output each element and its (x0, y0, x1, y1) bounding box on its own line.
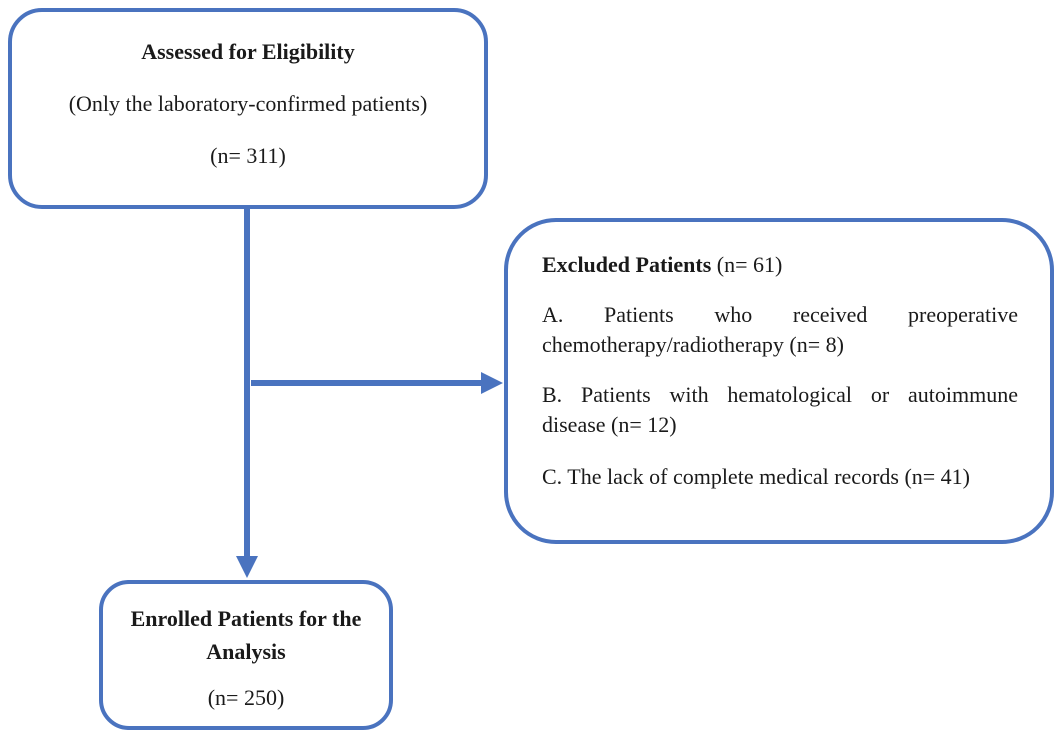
excluded-item-b: B. Patients with hematological or autoim… (542, 382, 1018, 437)
assessed-subtitle: (Only the laboratory-confirmed patients) (68, 91, 428, 116)
enrolled-count: (n= 250) (207, 685, 285, 710)
excluded-heading-count: (n= 61) (711, 252, 783, 277)
enrolled-title: Enrolled Patients for the Analysis (130, 606, 362, 664)
enrolled-patients-box: Enrolled Patients for the Analysis (n= 2… (99, 580, 393, 730)
assessed-title: Assessed for Eligibility (141, 39, 355, 64)
excluded-item-c: C. The lack of complete medical records … (542, 464, 971, 489)
right-arrow-head (481, 372, 503, 394)
assessed-eligibility-box: Assessed for Eligibility (Only the labor… (8, 8, 488, 209)
excluded-heading: Excluded Patients (n= 61) (542, 250, 1018, 280)
assessed-count: (n= 311) (210, 143, 286, 168)
excluded-patients-box: Excluded Patients (n= 61) A. Patients wh… (504, 218, 1054, 544)
down-arrow-head (236, 556, 258, 578)
excluded-item-a: A. Patients who received preoperative ch… (542, 302, 1018, 357)
excluded-heading-label: Excluded Patients (542, 252, 712, 277)
